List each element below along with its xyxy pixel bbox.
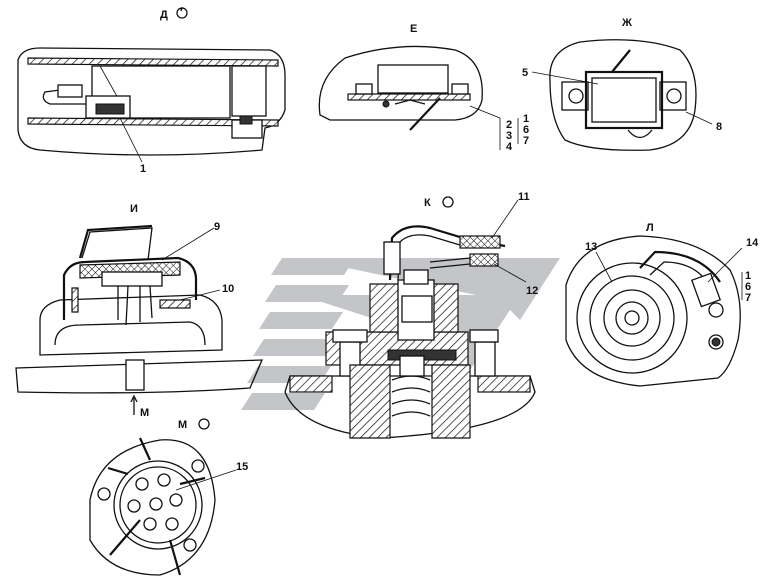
callout-11: 11	[518, 191, 530, 203]
callout-8: 8	[716, 121, 722, 133]
callout-1c: 1	[745, 270, 751, 282]
view-e: Е 2 3 4 1 6 7	[318, 23, 529, 153]
callout-3: 3	[506, 130, 512, 142]
callout-7b: 7	[745, 292, 751, 304]
view-zh: Ж 5 8	[522, 17, 722, 151]
callout-12: 12	[526, 285, 538, 297]
callout-1: 1	[140, 163, 146, 175]
view-k: К 11 12	[284, 191, 538, 439]
view-k-rotate-icon	[442, 196, 454, 208]
view-i-label: И	[130, 203, 138, 215]
view-zh-label: Ж	[621, 17, 632, 29]
view-m-label: М	[178, 419, 187, 431]
view-d-label: Д	[160, 9, 168, 21]
callout-15: 15	[236, 461, 248, 473]
callout-4: 4	[506, 141, 513, 153]
callout-13: 13	[585, 241, 597, 253]
callout-7: 7	[523, 135, 529, 147]
callout-1b: 1	[523, 113, 529, 125]
view-l: Л 13 14 1 6 7	[565, 222, 759, 387]
callout-14: 14	[746, 237, 759, 249]
callout-6b: 6	[745, 281, 751, 293]
callout-6: 6	[523, 124, 529, 136]
callout-5: 5	[522, 67, 528, 79]
view-i: И 9 10 М	[15, 203, 263, 419]
view-k-label: К	[424, 197, 431, 209]
callout-10: 10	[222, 283, 234, 295]
view-m-rotate-icon	[198, 418, 210, 430]
view-d-rotate-arrow	[178, 6, 184, 12]
callout-9: 9	[214, 221, 220, 233]
view-m: М 15	[89, 418, 248, 576]
view-d: Д 1	[17, 6, 286, 175]
view-m-arrow-label: М	[140, 407, 149, 419]
view-e-label: Е	[410, 23, 417, 35]
view-l-label: Л	[646, 222, 654, 234]
callout-2: 2	[506, 119, 512, 131]
